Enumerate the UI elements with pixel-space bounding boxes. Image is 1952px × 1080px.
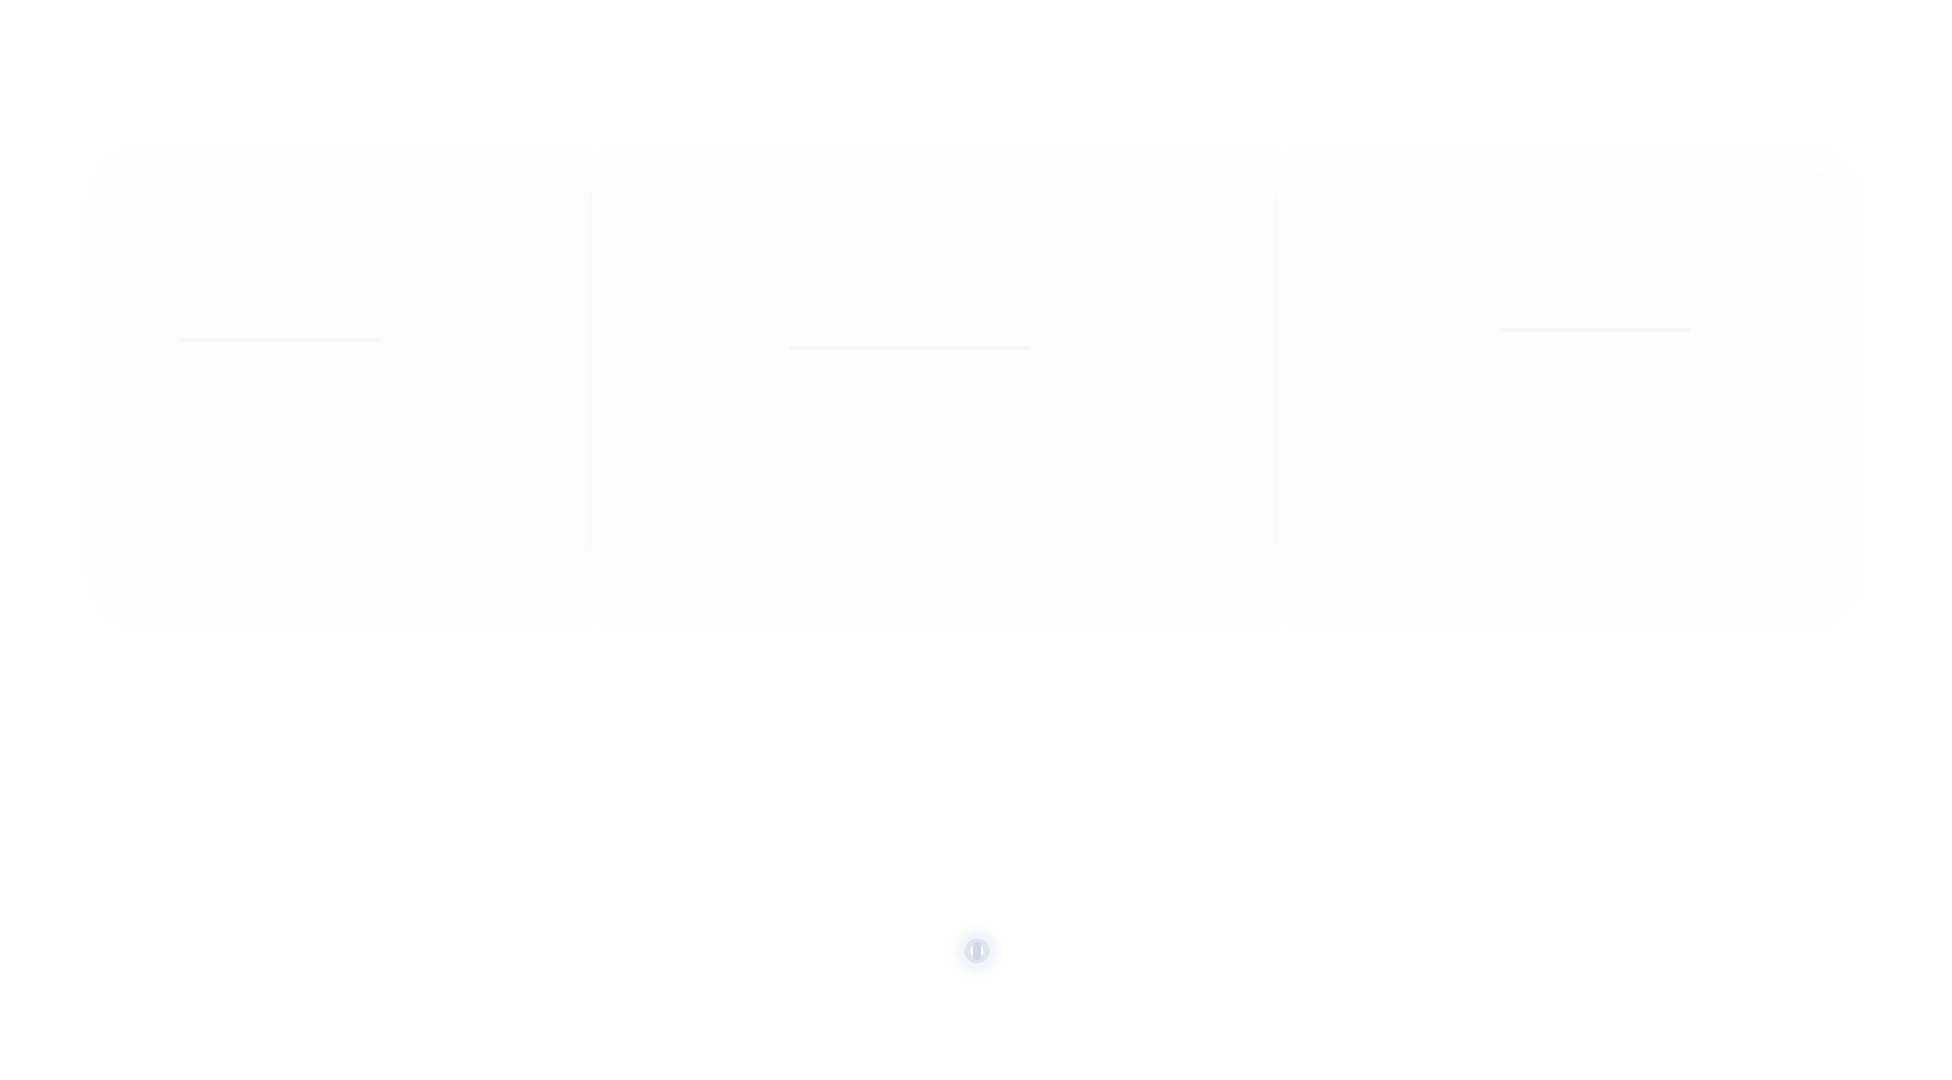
card-divider-right: [1275, 188, 1277, 548]
hero-card-middle-underline: [790, 346, 1030, 350]
hero-card-right[interactable]: [1290, 170, 1830, 590]
hero-card-left-underline: [180, 338, 380, 342]
hero-card-right-underline: [1500, 328, 1690, 332]
card-divider-left: [590, 188, 592, 548]
hero-card-left[interactable]: [120, 170, 590, 590]
faded-hero-cards: [0, 170, 1952, 630]
loading-spinner-icon: [960, 934, 994, 968]
hero-card-middle[interactable]: [600, 170, 1280, 590]
